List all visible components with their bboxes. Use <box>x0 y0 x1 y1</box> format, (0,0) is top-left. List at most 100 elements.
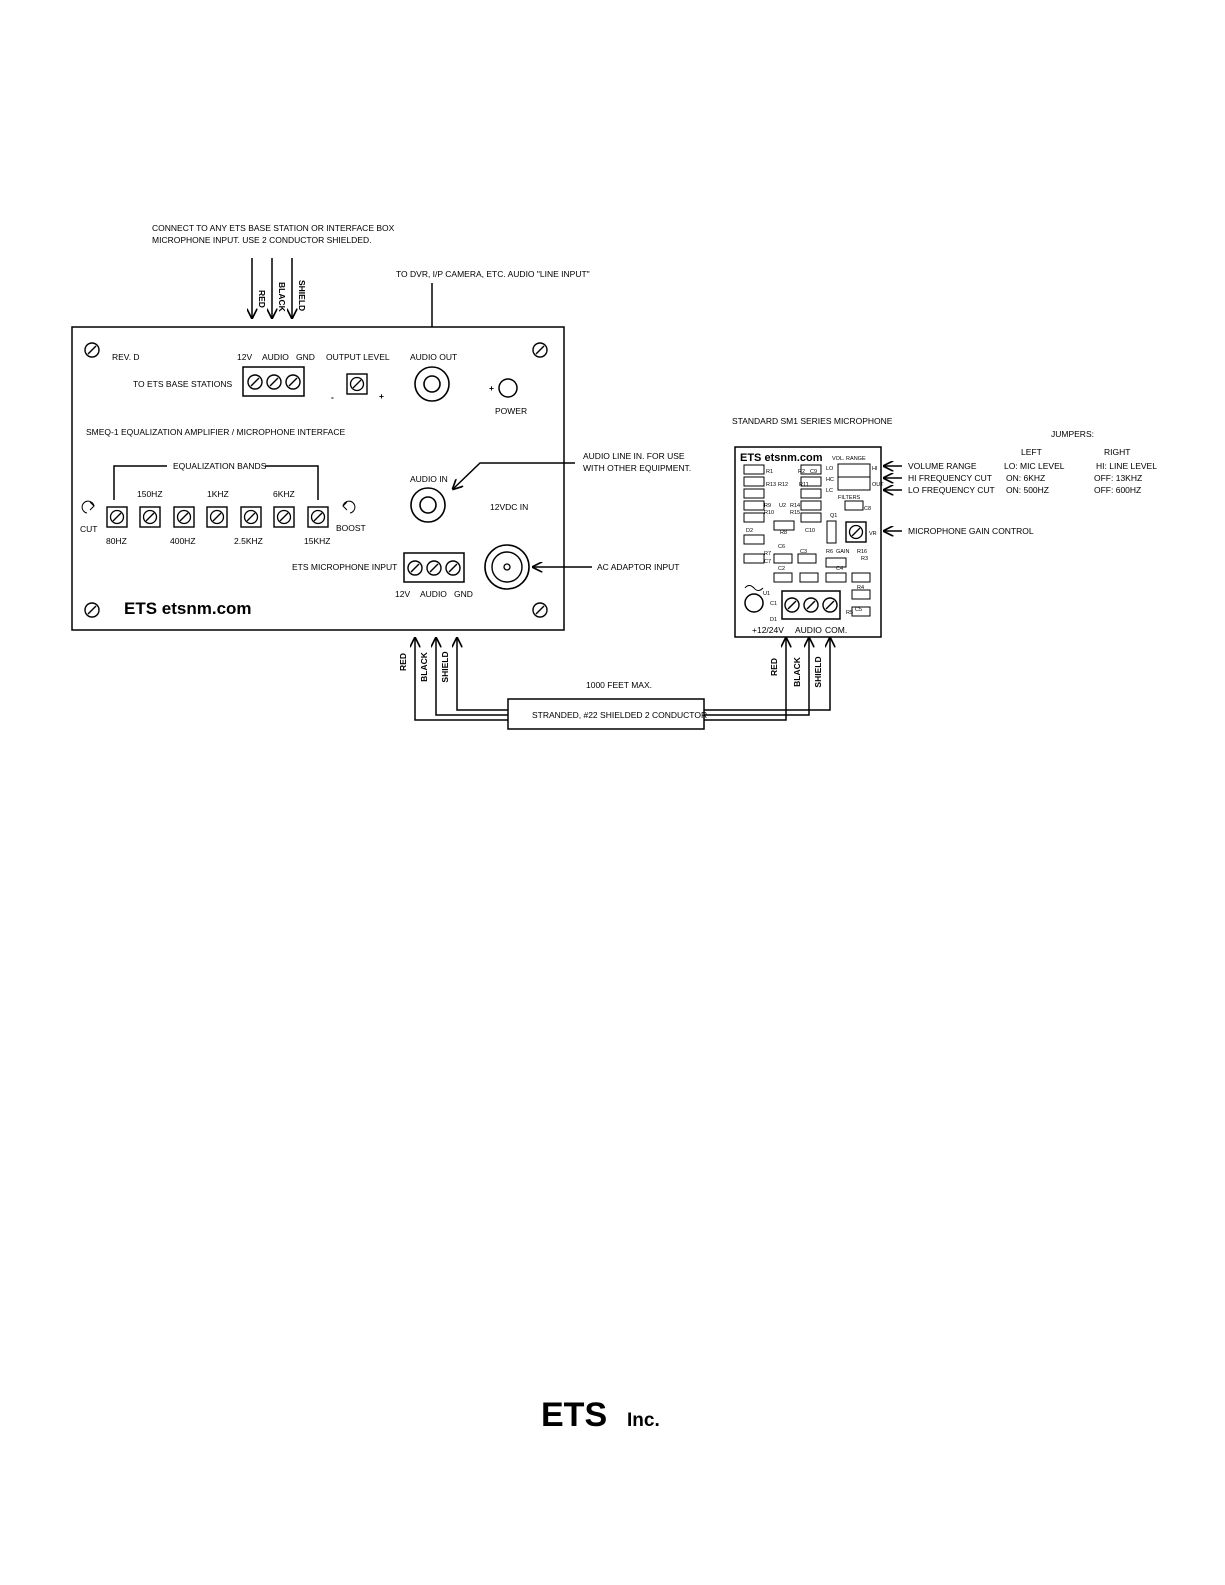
board-label: D2 <box>746 528 753 534</box>
gain-pot-icon <box>845 521 867 543</box>
incoming-wires: RED BLACK SHIELD <box>252 258 307 318</box>
board-label: LC <box>826 488 833 494</box>
eq-pot-400hz-icon <box>173 506 195 528</box>
board-label: R5 <box>846 610 853 616</box>
wire-label-red-top: RED <box>257 290 267 308</box>
audio-line-arrow <box>453 462 575 489</box>
eq-bands-label: EQUALIZATION BANDS <box>173 461 267 471</box>
component-resistor <box>743 553 765 564</box>
eq-pot-80hz-icon <box>106 506 128 528</box>
board-label: U1 <box>763 591 770 597</box>
jumper-row-name: LO FREQUENCY CUT <box>908 485 995 495</box>
audio-in-jack-icon <box>410 487 446 523</box>
component-resistor <box>825 572 847 583</box>
board-label: R12 <box>778 482 788 488</box>
board-label: C7 <box>764 559 771 565</box>
mic-terminal-label-gnd: GND <box>454 589 473 599</box>
power-led-icon: + <box>489 378 518 398</box>
mic-terminal-label-12v: 12V <box>395 589 410 599</box>
component-resistor <box>825 557 847 568</box>
to-base-stations-label: TO ETS BASE STATIONS <box>133 379 233 389</box>
component-resistor <box>773 553 793 564</box>
jumper-row-left: ON: 6KHZ <box>1006 473 1045 483</box>
component-resistor <box>800 500 822 511</box>
smeq-title: SMEQ-1 EQUALIZATION AMPLIFIER / MICROPHO… <box>86 427 345 437</box>
logo-ets: ETS <box>541 1396 607 1434</box>
output-level-label: OUTPUT LEVEL <box>326 352 390 362</box>
cut-label: CUT <box>80 524 97 534</box>
board-label: R1 <box>766 469 773 475</box>
mic-terminal-label-v: +12/24V <box>752 625 784 635</box>
mic-board: ETS etsnm.com VOL. RANGE R1 <box>734 446 884 638</box>
component-resistor <box>800 512 822 523</box>
component-resistor <box>826 520 837 544</box>
jumpers-left-header: LEFT <box>1021 447 1042 457</box>
wire-label-red-right: RED <box>769 658 779 676</box>
jumper-table: JUMPERS: LEFT RIGHT VOLUME RANGE LO: MIC… <box>908 429 1157 495</box>
component-resistor <box>797 553 817 564</box>
wire-label-red-left: RED <box>398 653 408 671</box>
board-label: C6 <box>778 544 785 550</box>
board-label: C10 <box>805 528 815 534</box>
component-resistor <box>773 520 795 531</box>
top-note-line2: MICROPHONE INPUT. USE 2 CONDUCTOR SHIELD… <box>152 235 371 245</box>
board-label: R8 <box>780 530 787 536</box>
jumper-row-right: HI: LINE LEVEL <box>1096 461 1157 471</box>
board-label: R2 <box>798 469 805 475</box>
board-label: VR <box>869 531 877 537</box>
eq-pot-150hz-icon <box>139 506 161 528</box>
audio-line-note-line2: WITH OTHER EQUIPMENT. <box>583 463 691 473</box>
terminal-label-gnd: GND <box>296 352 315 362</box>
ac-adaptor-label: AC ADAPTOR INPUT <box>597 562 680 572</box>
mic-vol-range-label: VOL. RANGE <box>832 456 866 462</box>
top-note-line1: CONNECT TO ANY ETS BASE STATION OR INTER… <box>152 223 395 233</box>
svg-text:+: + <box>489 383 494 393</box>
board-label: OUT <box>872 482 884 488</box>
eq-label-400hz: 400HZ <box>170 536 196 546</box>
mic-terminal-label-audio: AUDIO <box>420 589 447 599</box>
audio-out-label: AUDIO OUT <box>410 352 457 362</box>
board-label: C4 <box>836 566 843 572</box>
board-label: C5 <box>855 607 862 613</box>
board-label: LO <box>826 466 834 472</box>
eq-pot-6khz-icon <box>273 506 295 528</box>
audio-out-jack-icon <box>414 366 450 402</box>
component-resistor <box>851 589 871 600</box>
eq-label-1khz: 1KHZ <box>207 489 229 499</box>
eq-label-15khz: 15KHZ <box>304 536 330 546</box>
board-label: R15 <box>790 510 800 516</box>
jumper-row-left: ON: 500HZ <box>1006 485 1049 495</box>
output-level-plus: + <box>379 391 384 401</box>
mic-terminal-label-com: COM. <box>825 625 847 635</box>
wire-label-black-right: BLACK <box>792 656 802 687</box>
cable-box <box>507 698 705 730</box>
gain-control-label: MICROPHONE GAIN CONTROL <box>908 526 1034 536</box>
board-label: R16 <box>857 549 867 555</box>
jumper-row-right: OFF: 13KHZ <box>1094 473 1142 483</box>
board-label: R6 <box>826 549 833 555</box>
board-label: C8 <box>864 506 871 512</box>
cable-run: STRANDED, #22 SHIELDED 2 CONDUCTOR 1000 … <box>398 638 830 730</box>
board-label: C9 <box>810 469 817 475</box>
board-label: R14 <box>790 503 800 509</box>
board-label: R4 <box>857 585 864 591</box>
jumper-row-name: VOLUME RANGE <box>908 461 977 471</box>
board-label: R7 <box>764 551 771 557</box>
eq-pot-1khz-icon <box>206 506 228 528</box>
board-label: R3 <box>861 556 868 562</box>
component-resistor <box>743 500 765 511</box>
board-label: R10 <box>764 510 774 516</box>
boost-arrow-icon <box>342 500 356 514</box>
jumper-row-left: LO: MIC LEVEL <box>1004 461 1065 471</box>
board-label: HC <box>826 477 834 483</box>
board-label: R9 <box>764 503 771 509</box>
jumper-row-right: OFF: 600HZ <box>1094 485 1141 495</box>
wire-label-shield-right: SHIELD <box>813 656 823 687</box>
board-label: R13 <box>766 482 776 488</box>
component-resistor <box>773 572 793 583</box>
component-resistor <box>800 476 822 487</box>
dc-power-jack-icon <box>484 544 530 590</box>
component-resistor <box>743 488 765 499</box>
board-label: FILTERS <box>838 495 861 501</box>
